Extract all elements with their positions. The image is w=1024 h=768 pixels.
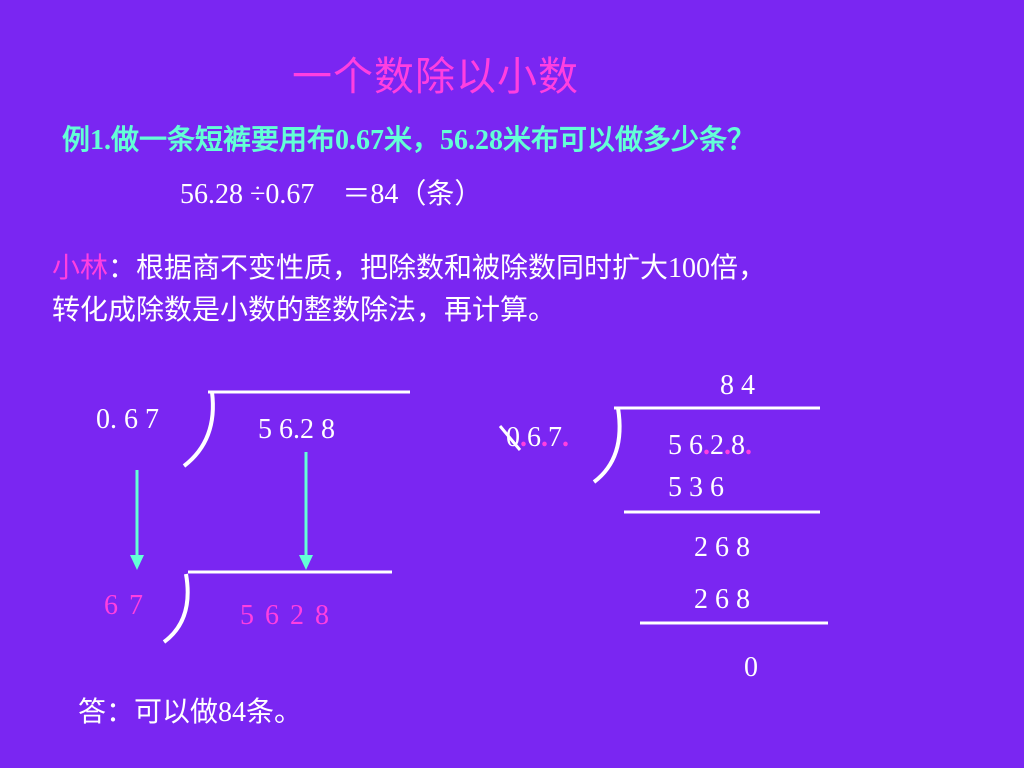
dividend-original: 5 6.2 8 [258,414,335,445]
left-division-bracket-top [182,391,215,468]
remainder-1: 2 6 8 [694,532,750,563]
divisor-original: 0. 6 7 [96,404,159,435]
divisor-shifted: 0.6.7. [506,422,569,454]
dividend-moved-dot: . [703,430,710,461]
dividend-scaled: 5 6 2 8 [240,600,331,631]
divisor-moved-dot: . [520,422,527,453]
long-division-bracket [592,407,622,484]
explanation-text-1: 根据商不变性质，把除数和被除数同时扩大100倍， [136,253,767,284]
final-remainder: 0 [744,652,758,683]
page-title: 一个数除以小数 [292,54,579,99]
answer-text: 答：可以做84条。 [78,697,303,728]
dividend-digit: 8 [731,430,745,461]
arrow-divisor-head [130,555,144,570]
dividend-digit: 2 [710,430,724,461]
speaker-colon: ： [108,253,137,284]
divisor-digit: 6 [527,422,541,453]
explanation-line-1: 小林：根据商不变性质，把除数和被除数同时扩大100倍， [52,248,766,290]
dividend-moved-dot: . [724,430,731,461]
explanation-line-2: 转化成除数是小数的整数除法，再计算。 [52,295,557,326]
quotient: 8 4 [720,370,755,401]
divisor-digit: 7 [548,422,562,453]
divisor-digit: 0 [506,422,520,453]
arrow-dividend-head [299,555,313,570]
example-question: 例1.做一条短裤要用布0.67米，56.28米布可以做多少条？ [62,125,756,156]
step-product-1: 5 3 6 [668,472,724,503]
zero-strike-mark [498,425,522,451]
speaker-name: 小林 [52,253,109,284]
dividend-shifted: 5 6.2.8. [668,430,752,462]
step-product-2: 2 6 8 [694,584,750,615]
divisor-scaled: 6 7 [104,590,145,621]
divisor-moved-dot: . [541,422,548,453]
left-division-bracket-bottom [162,573,190,644]
dividend-digit: 5 [668,430,682,461]
equation: 56.28 ÷0.67 ＝84（条） [180,179,483,210]
dividend-moved-dot: . [745,430,752,461]
dividend-digit: 6 [689,430,703,461]
explanation: 小林：根据商不变性质，把除数和被除数同时扩大100倍， 转化成除数是小数的整数除… [52,248,766,332]
dividend-space [682,430,689,461]
divisor-moved-dot: . [562,422,569,453]
